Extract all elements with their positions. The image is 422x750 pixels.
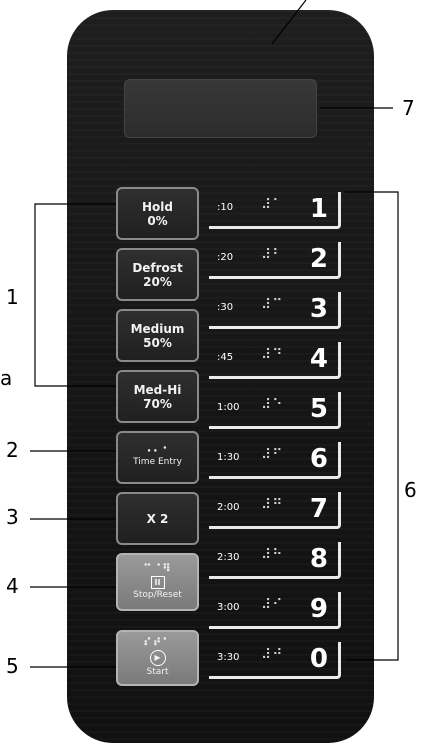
- number-key-time: 1:30: [217, 452, 240, 463]
- medium-pad-name: Medium: [130, 321, 185, 336]
- number-key-braille: ⠼⠊: [261, 597, 284, 613]
- callout-6: 6: [404, 478, 417, 502]
- stop-reset-label: Stop/Reset: [133, 589, 182, 600]
- number-key-time: :45: [217, 352, 234, 363]
- medium-pad[interactable]: Medium 50%: [116, 309, 199, 362]
- number-key-9[interactable]: 3:00 ⠼⠊ 9: [209, 592, 341, 629]
- stop-reset-braille: ⠉⠈⠻: [143, 561, 172, 575]
- program-bracket: [34, 203, 116, 387]
- top-leader-line: [271, 0, 307, 45]
- x2-label: X 2: [146, 511, 169, 526]
- hold-pad-percent: 0%: [147, 213, 168, 228]
- med-hi-pad[interactable]: Med-Hi 70%: [116, 370, 199, 423]
- hold-pad-name: Hold: [142, 199, 173, 214]
- callout-1: 1: [6, 285, 19, 309]
- time-entry-label: Time Entry: [133, 457, 182, 467]
- display-window: [124, 79, 317, 138]
- callout-3: 3: [6, 505, 19, 529]
- number-key-3[interactable]: :30 ⠼⠉ 3: [209, 292, 341, 329]
- defrost-pad[interactable]: Defrost 20%: [116, 248, 199, 301]
- number-key-time: :20: [217, 252, 234, 263]
- number-key-6[interactable]: 1:30 ⠼⠋ 6: [209, 442, 341, 479]
- play-icon: ▶: [149, 650, 166, 666]
- callout-5: 5: [6, 654, 19, 678]
- number-key-digit: 1: [309, 194, 328, 224]
- number-key-digit: 4: [309, 344, 328, 374]
- number-key-braille: ⠼⠑: [261, 397, 284, 413]
- number-key-digit: 6: [309, 444, 328, 474]
- number-key-8[interactable]: 2:30 ⠼⠓ 8: [209, 542, 341, 579]
- callout-2: 2: [6, 438, 19, 462]
- callout-4: 4: [6, 574, 19, 598]
- number-key-time: 1:00: [217, 402, 240, 413]
- number-key-digit: 2: [309, 244, 328, 274]
- number-key-time: :30: [217, 302, 234, 313]
- start-braille: ⠎⠞⠁: [143, 636, 172, 649]
- medium-pad-percent: 50%: [143, 335, 172, 350]
- number-key-0[interactable]: 3:30 ⠼⠚ 0: [209, 642, 341, 679]
- number-key-braille: ⠼⠛: [261, 497, 284, 513]
- number-key-time: 2:00: [217, 502, 240, 513]
- number-key-digit: 9: [309, 594, 328, 624]
- number-key-braille: ⠼⠉: [261, 297, 284, 313]
- defrost-pad-name: Defrost: [132, 260, 183, 275]
- pause-icon: II: [150, 575, 165, 589]
- number-key-braille: ⠼⠚: [261, 647, 284, 663]
- number-key-time: 3:00: [217, 602, 240, 613]
- number-key-7[interactable]: 2:00 ⠼⠛ 7: [209, 492, 341, 529]
- number-key-2[interactable]: :20 ⠼⠃ 2: [209, 242, 341, 279]
- med-hi-pad-percent: 70%: [143, 396, 172, 411]
- med-hi-pad-name: Med-Hi: [133, 382, 182, 397]
- number-key-4[interactable]: :45 ⠼⠙ 4: [209, 342, 341, 379]
- time-entry-braille: ⠐⠂⠁: [143, 445, 172, 458]
- time-entry-pad[interactable]: ⠐⠂⠁ Time Entry: [116, 431, 199, 484]
- number-key-digit: 8: [309, 544, 328, 574]
- number-key-digit: 0: [309, 644, 328, 674]
- x2-pad[interactable]: X 2: [116, 492, 199, 545]
- stop-reset-pad[interactable]: ⠉⠈⠻ II Stop/Reset: [116, 553, 199, 611]
- number-key-5[interactable]: 1:00 ⠼⠑ 5: [209, 392, 341, 429]
- callout-7: 7: [402, 96, 415, 120]
- defrost-pad-percent: 20%: [143, 274, 172, 289]
- number-key-digit: 5: [309, 394, 328, 424]
- number-key-digit: 3: [309, 294, 328, 324]
- number-key-braille: ⠼⠃: [261, 247, 284, 263]
- number-key-digit: 7: [309, 494, 328, 524]
- number-key-time: :10: [217, 202, 234, 213]
- number-key-braille: ⠼⠋: [261, 447, 284, 463]
- start-label: Start: [146, 667, 169, 677]
- number-key-time: 3:30: [217, 652, 240, 663]
- number-key-time: 2:30: [217, 552, 240, 563]
- hold-pad[interactable]: Hold 0%: [116, 187, 199, 240]
- number-key-braille: ⠼⠁: [261, 197, 284, 213]
- number-key-1[interactable]: :10 ⠼⠁ 1: [209, 192, 341, 229]
- number-keys-bracket: [345, 191, 399, 661]
- callout-1a: a: [0, 366, 13, 390]
- number-key-braille: ⠼⠙: [261, 347, 284, 363]
- number-key-braille: ⠼⠓: [261, 547, 284, 563]
- start-pad[interactable]: ⠎⠞⠁ ▶ Start: [116, 630, 199, 686]
